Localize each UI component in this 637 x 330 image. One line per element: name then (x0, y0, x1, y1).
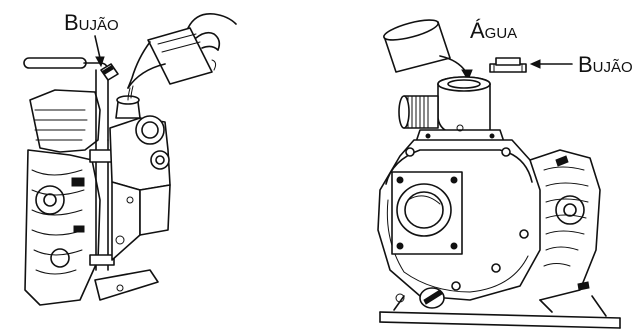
water-cup (383, 19, 473, 82)
filling-port (398, 76, 505, 143)
left-plug-arrow (94, 35, 105, 68)
right-plug-part (489, 57, 527, 73)
water-label: Água (470, 18, 517, 43)
right-pump-body (377, 139, 541, 301)
engine-block (24, 89, 101, 306)
left-pump-body (94, 95, 171, 301)
left-plug-part (100, 63, 119, 81)
drain-plug (393, 287, 445, 311)
right-engine (529, 149, 601, 301)
base-frame (379, 295, 621, 329)
left-illustration: Bujão (23, 10, 237, 306)
right-illustration: Água Bujão (377, 18, 633, 329)
left-plug-label: Bujão (64, 10, 119, 35)
water-jug (127, 12, 237, 101)
right-plug-label: Bujão (578, 52, 633, 77)
frame-handle (23, 57, 115, 271)
right-plug-arrow (529, 59, 573, 69)
